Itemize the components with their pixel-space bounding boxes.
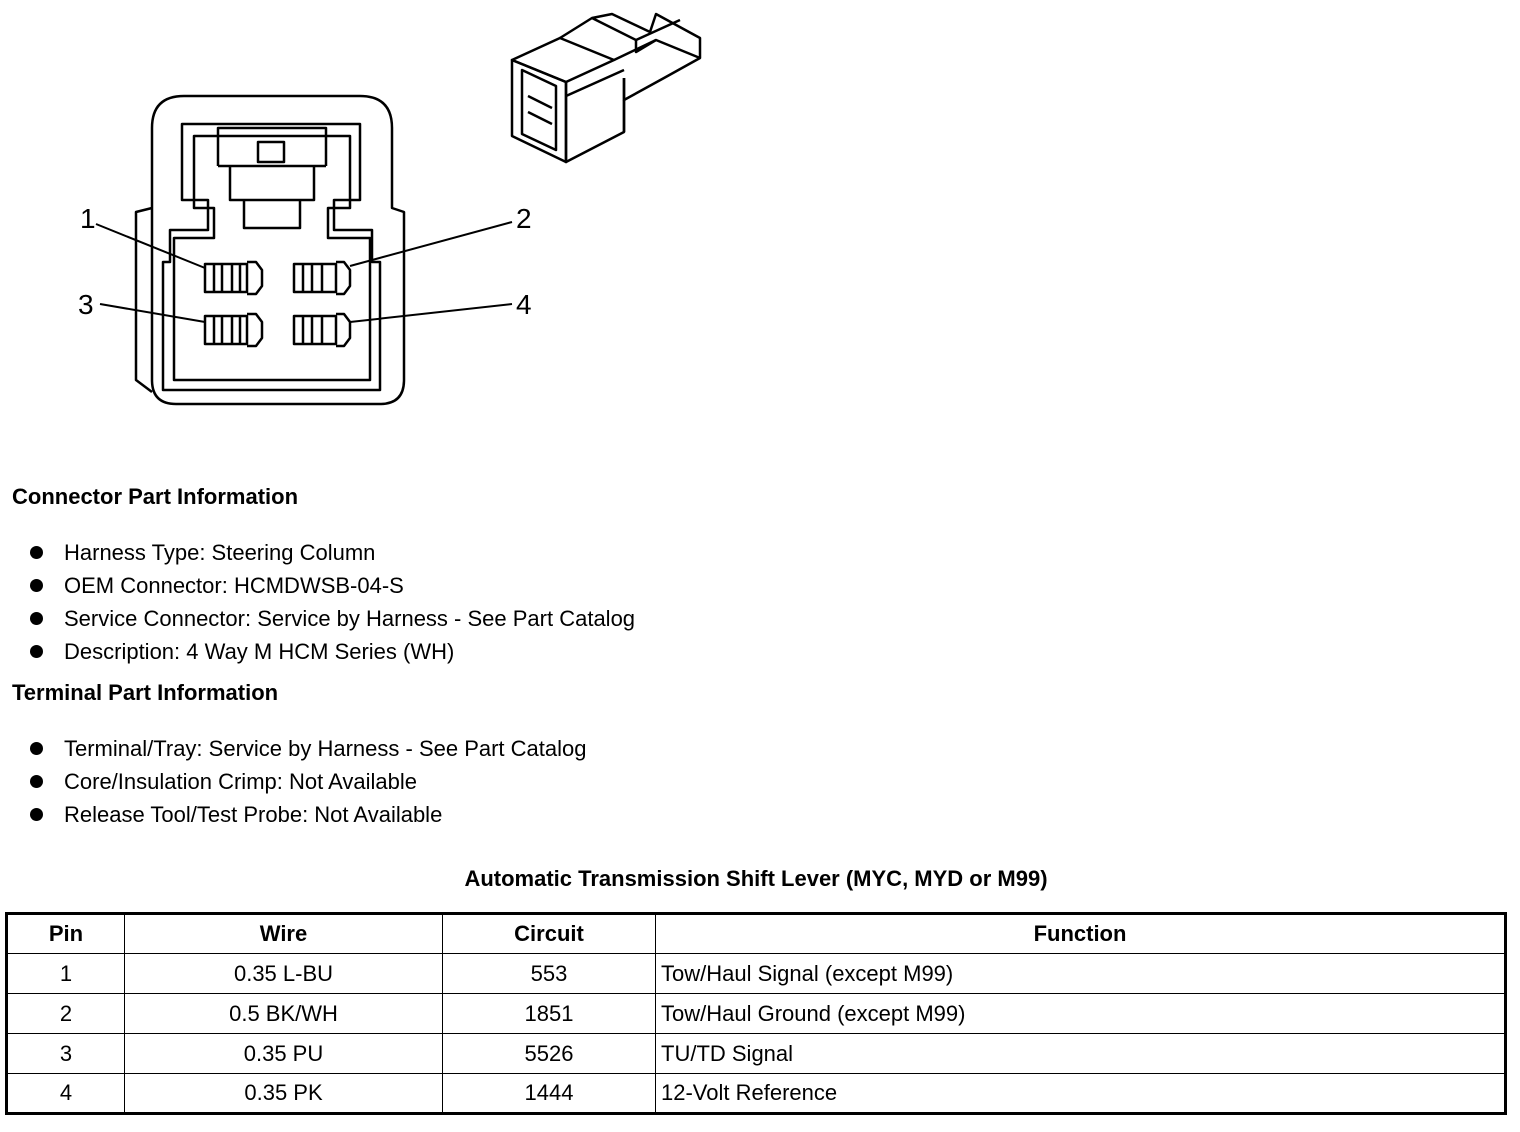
- list-item: Harness Type: Steering Column: [28, 536, 635, 569]
- bullet-icon: [30, 579, 43, 592]
- list-item: Release Tool/Test Probe: Not Available: [28, 798, 587, 831]
- header-circuit: Circuit: [442, 913, 656, 954]
- cell-circuit: 1444: [442, 1073, 656, 1114]
- list-item: Service Connector: Service by Harness - …: [28, 602, 635, 635]
- bullet-icon: [30, 546, 43, 559]
- connector-info-list: Harness Type: Steering Column OEM Connec…: [28, 536, 635, 668]
- cell-pin: 2: [6, 993, 125, 1034]
- list-item: Description: 4 Way M HCM Series (WH): [28, 635, 635, 668]
- cell-circuit: 1851: [442, 993, 656, 1034]
- cell-circuit: 5526: [442, 1033, 656, 1074]
- table-header-row: Pin Wire Circuit Function: [6, 913, 1506, 954]
- pin-label-3: 3: [78, 289, 94, 320]
- table-row: 3 0.35 PU 5526 TU/TD Signal: [6, 1033, 1506, 1074]
- connector-info-title: Connector Part Information: [12, 484, 299, 509]
- list-item: OEM Connector: HCMDWSB-04-S: [28, 569, 635, 602]
- pin-label-1: 1: [80, 203, 96, 234]
- cell-wire: 0.35 PK: [124, 1073, 443, 1114]
- header-pin: Pin: [6, 913, 125, 954]
- bullet-icon: [30, 775, 43, 788]
- cell-wire: 0.35 L-BU: [124, 953, 443, 994]
- cell-wire: 0.5 BK/WH: [124, 993, 443, 1034]
- pin-label-4: 4: [516, 289, 532, 320]
- header-wire: Wire: [124, 913, 443, 954]
- list-item: Core/Insulation Crimp: Not Available: [28, 765, 587, 798]
- table-row: 1 0.35 L-BU 553 Tow/Haul Signal (except …: [6, 953, 1506, 994]
- cell-pin: 3: [6, 1033, 125, 1074]
- cell-function: Tow/Haul Signal (except M99): [655, 953, 1506, 994]
- bullet-icon: [30, 808, 43, 821]
- header-function: Function: [655, 913, 1506, 954]
- bullet-icon: [30, 612, 43, 625]
- connector-diagram: 1 2 3 4: [78, 12, 702, 406]
- cell-wire: 0.35 PU: [124, 1033, 443, 1074]
- pin-table: Pin Wire Circuit Function 1 0.35 L-BU 55…: [5, 912, 1507, 1115]
- connector-3d-icon: [510, 12, 702, 164]
- cell-function: 12-Volt Reference: [655, 1073, 1506, 1114]
- bullet-icon: [30, 645, 43, 658]
- list-item: Terminal/Tray: Service by Harness - See …: [28, 732, 587, 765]
- cell-circuit: 553: [442, 953, 656, 994]
- cell-function: TU/TD Signal: [655, 1033, 1506, 1074]
- table-title: Automatic Transmission Shift Lever (MYC,…: [464, 866, 1048, 891]
- terminal-info-list: Terminal/Tray: Service by Harness - See …: [28, 732, 587, 831]
- cell-pin: 4: [6, 1073, 125, 1114]
- cell-function: Tow/Haul Ground (except M99): [655, 993, 1506, 1034]
- bullet-icon: [30, 742, 43, 755]
- table-row: 4 0.35 PK 1444 12-Volt Reference: [6, 1073, 1506, 1114]
- terminal-info-title: Terminal Part Information: [12, 680, 279, 705]
- pin-label-2: 2: [516, 203, 532, 234]
- table-row: 2 0.5 BK/WH 1851 Tow/Haul Ground (except…: [6, 993, 1506, 1034]
- cell-pin: 1: [6, 953, 125, 994]
